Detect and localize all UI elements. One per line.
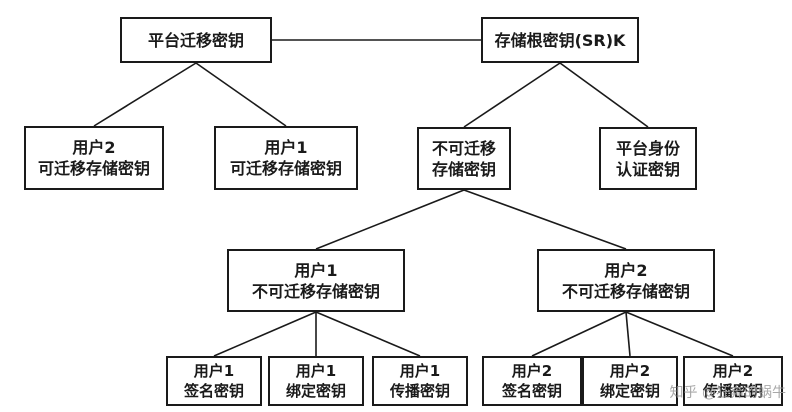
node-line: 签名密钥	[501, 382, 562, 400]
node-line: 用户2	[72, 138, 116, 157]
edge-user1-nonmigratable-to-signing	[213, 311, 317, 357]
node-user1-migratable-storage-key: 用户1 可迁移存储密钥	[214, 126, 358, 190]
node-line: 平台身份	[615, 138, 680, 158]
node-line: 用户1	[264, 138, 308, 157]
edge-srk-to-platform-identity	[559, 62, 649, 128]
watermark: 知乎 @狂奔的蜗牛	[669, 385, 786, 401]
node-line: 传播密钥	[389, 382, 450, 400]
node-line: 存储密钥	[431, 159, 496, 179]
node-user2-signing-key: 用户2 签名密钥	[482, 356, 582, 406]
node-nonmigratable-storage-key: 不可迁移 存储密钥	[417, 127, 511, 190]
edge-user2-nonmigratable-to-signing	[531, 311, 627, 357]
node-platform-identity-key: 平台身份 认证密钥	[599, 127, 697, 190]
node-line: 传播密钥	[702, 382, 763, 400]
node-user1-signing-key: 用户1 签名密钥	[166, 356, 262, 406]
node-line: 用户1	[295, 362, 337, 380]
node-line: 用户2	[604, 260, 648, 280]
node-line: 不可迁移	[431, 138, 496, 158]
node-user2-binding-key: 用户2 绑定密钥	[582, 356, 678, 406]
edge-user2-nonmigratable-to-transfer	[625, 311, 734, 357]
node-user2-migratable-storage-key: 用户2 可迁移存储密钥	[24, 126, 164, 190]
node-user1-binding-key: 用户1 绑定密钥	[268, 356, 364, 406]
node-line: 用户2	[609, 362, 651, 380]
node-line: 用户1	[399, 362, 441, 380]
node-line: 用户2	[511, 362, 553, 380]
node-platform-migration-key: 平台迁移密钥	[120, 17, 272, 63]
node-storage-root-key: 存储根密钥(SR)K	[481, 17, 639, 63]
edge-srk-to-nonmigratable	[463, 62, 561, 128]
node-user1-transfer-key: 用户1 传播密钥	[372, 356, 468, 406]
node-line: 不可迁移存储密钥	[251, 281, 380, 301]
node-line: 绑定密钥	[285, 382, 346, 400]
node-line: 可迁移存储密钥	[229, 159, 342, 178]
node-line: 不可迁移存储密钥	[561, 281, 690, 301]
node-line: 用户2	[712, 362, 754, 380]
edge-user2-nonmigratable-to-binding	[625, 311, 631, 357]
edge-platform-migration-to-user1-migratable	[195, 62, 287, 127]
node-line: 绑定密钥	[599, 382, 660, 400]
node-line: 可迁移存储密钥	[37, 159, 150, 178]
node-line: 认证密钥	[615, 159, 680, 179]
node-line: 用户1	[193, 362, 235, 380]
node-line: 签名密钥	[183, 382, 244, 400]
edge-user1-nonmigratable-to-transfer	[315, 311, 421, 357]
edge-nonmigratable-to-user2-nonmigratable	[463, 189, 627, 250]
node-user2-nonmigratable-storage-key: 用户2 不可迁移存储密钥	[537, 249, 715, 312]
node-user1-nonmigratable-storage-key: 用户1 不可迁移存储密钥	[227, 249, 405, 312]
node-user2-transfer-key: 用户2 传播密钥	[683, 356, 783, 406]
node-line: 存储根密钥(SR)K	[494, 30, 626, 50]
node-line: 用户1	[294, 260, 338, 280]
edge-platform-migration-to-user2-migratable	[93, 62, 197, 127]
edge-nonmigratable-to-user1-nonmigratable	[315, 189, 465, 250]
node-line: 平台迁移密钥	[147, 30, 244, 50]
